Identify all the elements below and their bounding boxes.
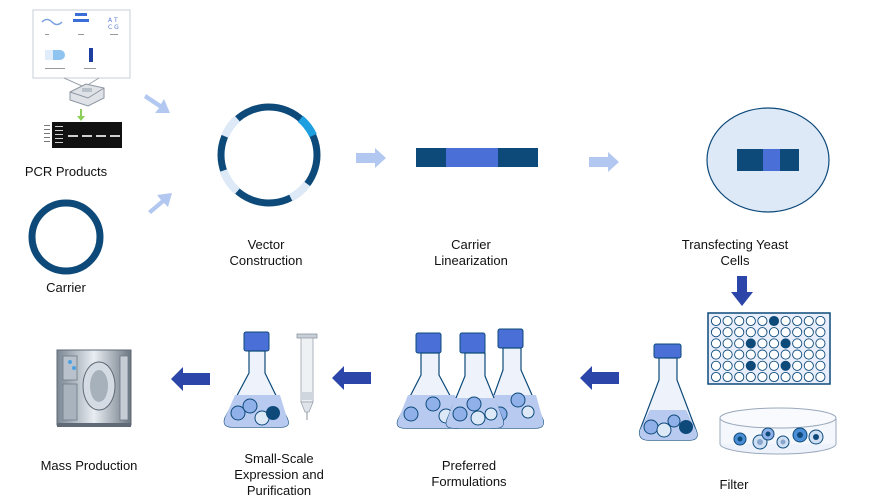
- plate-well: [710, 327, 722, 338]
- plate-well: [780, 360, 791, 371]
- arrow-pcr-to-vector: [144, 94, 170, 113]
- plate-well: [792, 349, 803, 360]
- plate-well: [710, 315, 722, 327]
- plate-well: [780, 315, 791, 327]
- plate-well: [710, 360, 722, 371]
- label-transfecting-yeast: Transfecting Yeast Cells: [681, 237, 789, 268]
- arrow-carrier-to-vector: [148, 193, 172, 214]
- plate-well: [734, 371, 745, 383]
- plate-well: [815, 349, 826, 360]
- label-preferred-formulations: Preferred Formulations: [431, 458, 507, 489]
- plate-well: [745, 349, 756, 360]
- linear-carrier-bar: [416, 148, 538, 167]
- plate-well: [722, 371, 733, 383]
- label-carrier-linearization: Carrier Linearization: [434, 237, 508, 268]
- plate-well: [780, 371, 791, 383]
- petri-dish: [719, 407, 837, 455]
- plate-well: [792, 327, 803, 338]
- well-plate: [707, 312, 831, 385]
- plate-well: [734, 315, 745, 327]
- plate-well: [768, 349, 780, 360]
- label-carrier: Carrier: [46, 280, 86, 295]
- plate-well: [710, 371, 722, 383]
- purification-column: [296, 333, 318, 420]
- plate-well: [792, 371, 803, 383]
- plate-well: [792, 338, 803, 349]
- plate-well: [722, 315, 733, 327]
- plate-well: [757, 315, 768, 327]
- plate-well: [745, 371, 756, 383]
- plate-well: [757, 349, 768, 360]
- arrow-smallscale-to-mass: [171, 367, 210, 391]
- svg-text:C G: C G: [108, 24, 119, 31]
- filter-flask: [639, 343, 698, 441]
- plate-well: [815, 315, 826, 327]
- plate-well: [768, 338, 780, 349]
- plate-well: [710, 349, 722, 360]
- plate-well: [757, 371, 768, 383]
- preferred-flasks: [396, 328, 544, 429]
- plate-well: [757, 327, 768, 338]
- smallscale-flask: [223, 331, 289, 428]
- plate-well: [745, 327, 756, 338]
- plate-well: [803, 338, 814, 349]
- plate-well: [734, 349, 745, 360]
- label-pcr-products: PCR Products: [25, 164, 108, 179]
- plate-well: [768, 315, 780, 327]
- vector-plasmid: [217, 103, 321, 207]
- plate-well: [803, 327, 814, 338]
- plate-well: [780, 349, 791, 360]
- yeast-cell: [706, 107, 830, 213]
- carrier-ring: [28, 199, 104, 275]
- label-vector-construction: Vector Construction: [229, 237, 303, 268]
- plate-well: [803, 315, 814, 327]
- plate-well: [780, 338, 791, 349]
- label-mass-production: Mass Production: [41, 458, 138, 473]
- plate-well: [722, 338, 733, 349]
- plate-well: [734, 360, 745, 371]
- plate-well: [815, 360, 826, 371]
- pcr-illustration: A T C G: [32, 9, 131, 148]
- plate-well: [768, 371, 780, 383]
- arrow-yeast-to-filter: [731, 276, 753, 306]
- arrow-vector-to-linearization: [356, 148, 386, 168]
- plate-well: [745, 315, 756, 327]
- plate-well: [710, 338, 722, 349]
- plate-well: [803, 349, 814, 360]
- label-filter: Filter: [720, 477, 750, 492]
- plate-well: [745, 360, 756, 371]
- label-small-scale: Small-Scale Expression and Purification: [234, 451, 324, 498]
- plate-well: [757, 338, 768, 349]
- plate-well: [745, 338, 756, 349]
- arrow-linearization-to-yeast: [589, 152, 619, 172]
- plate-well: [803, 371, 814, 383]
- plate-well: [780, 327, 791, 338]
- plate-well: [768, 327, 780, 338]
- plate-well: [734, 327, 745, 338]
- plate-well: [815, 371, 826, 383]
- plate-well: [722, 360, 733, 371]
- plate-well: [722, 349, 733, 360]
- plate-well: [757, 360, 768, 371]
- arrow-preferred-to-smallscale: [332, 366, 371, 390]
- plate-well: [722, 327, 733, 338]
- plate-well: [815, 327, 826, 338]
- plate-well: [792, 360, 803, 371]
- arrow-filter-to-preferred: [580, 366, 619, 390]
- plate-well: [734, 338, 745, 349]
- svg-text:A T: A T: [108, 17, 118, 24]
- plate-well: [803, 360, 814, 371]
- plate-well: [792, 315, 803, 327]
- bioreactor-equipment: [56, 349, 132, 427]
- plate-well: [815, 338, 826, 349]
- plate-well: [768, 360, 780, 371]
